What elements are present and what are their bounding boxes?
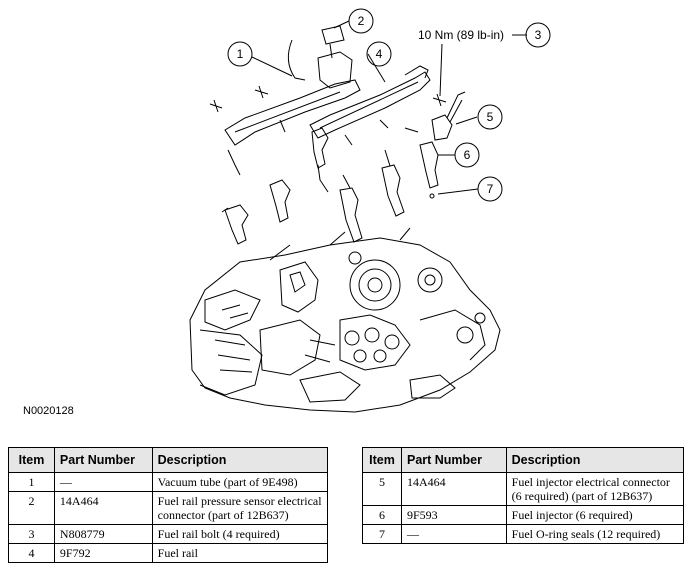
- header-item: Item: [8, 447, 55, 473]
- cell-item: 6: [362, 505, 402, 525]
- table-row: 4 9F792 Fuel rail: [8, 543, 329, 563]
- table-row: 7 — Fuel O-ring seals (12 required): [362, 524, 685, 544]
- exploded-view-diagram: 1 2 3 4 5 6 7 10 Nm (89 lb-in): [189, 8, 551, 413]
- cell-part-number: —: [53, 472, 153, 492]
- cell-description: Fuel injector (6 required): [505, 505, 685, 525]
- table-row: 6 9F593 Fuel injector (6 required): [362, 505, 685, 525]
- cell-part-number: N808779: [53, 524, 153, 544]
- header-item: Item: [362, 447, 402, 473]
- fuel-injectors: [221, 127, 439, 245]
- cell-item: 7: [362, 524, 402, 544]
- fuel-rail-left: [224, 25, 361, 176]
- o-ring-seal: [429, 193, 435, 199]
- cell-part-number: 14A464: [400, 472, 507, 506]
- parts-table-right: Item Part Number Description 5 14A464 Fu…: [362, 447, 685, 544]
- header-part-number: Part Number: [400, 447, 507, 473]
- engine-block: [189, 227, 501, 413]
- header-part-number: Part Number: [53, 447, 153, 473]
- vacuum-tube: [287, 39, 306, 81]
- table-row: 5 14A464 Fuel injector electrical connec…: [362, 472, 685, 506]
- cell-description: Fuel rail bolt (4 required): [151, 524, 329, 544]
- table-row: 2 14A464 Fuel rail pressure sensor elect…: [8, 491, 329, 525]
- cell-item: 3: [8, 524, 55, 544]
- callout-4: 4: [376, 47, 383, 61]
- cell-item: 5: [362, 472, 402, 506]
- table-header-row: Item Part Number Description: [362, 447, 685, 473]
- parts-table-left: Item Part Number Description 1 — Vacuum …: [8, 447, 329, 563]
- cell-item: 2: [8, 491, 55, 525]
- table-header-row: Item Part Number Description: [8, 447, 329, 473]
- cell-description: Vacuum tube (part of 9E498): [151, 472, 329, 492]
- fuel-rail-bolts: [209, 85, 447, 133]
- cell-description: Fuel O-ring seals (12 required): [505, 524, 685, 544]
- callout-circles: [227, 8, 551, 202]
- callout-2: 2: [358, 14, 365, 28]
- cell-item: 4: [8, 543, 55, 563]
- callout-1: 1: [237, 47, 244, 61]
- cell-description: Fuel rail: [151, 543, 329, 563]
- callout-7: 7: [487, 182, 494, 196]
- cell-description: Fuel injector electrical connector (6 re…: [505, 472, 685, 506]
- callout-6: 6: [464, 148, 471, 162]
- cell-description: Fuel rail pressure sensor electrical con…: [151, 491, 329, 525]
- figure-id: N0020128: [23, 405, 74, 417]
- callout-5: 5: [487, 110, 494, 124]
- header-description: Description: [505, 447, 685, 473]
- cell-item: 1: [8, 472, 55, 492]
- cell-part-number: —: [400, 524, 507, 544]
- table-row: 3 N808779 Fuel rail bolt (4 required): [8, 524, 329, 544]
- table-row: 1 — Vacuum tube (part of 9E498): [8, 472, 329, 492]
- injector-connector: [431, 114, 453, 141]
- callout-3: 3: [535, 28, 542, 42]
- cell-part-number: 9F792: [53, 543, 153, 563]
- cell-part-number: 9F593: [400, 505, 507, 525]
- leader-lines: [251, 20, 527, 195]
- header-description: Description: [151, 447, 329, 473]
- torque-spec: 10 Nm (89 lb-in): [418, 28, 504, 42]
- cell-part-number: 14A464: [53, 491, 153, 525]
- fuel-rail-right: [309, 65, 431, 146]
